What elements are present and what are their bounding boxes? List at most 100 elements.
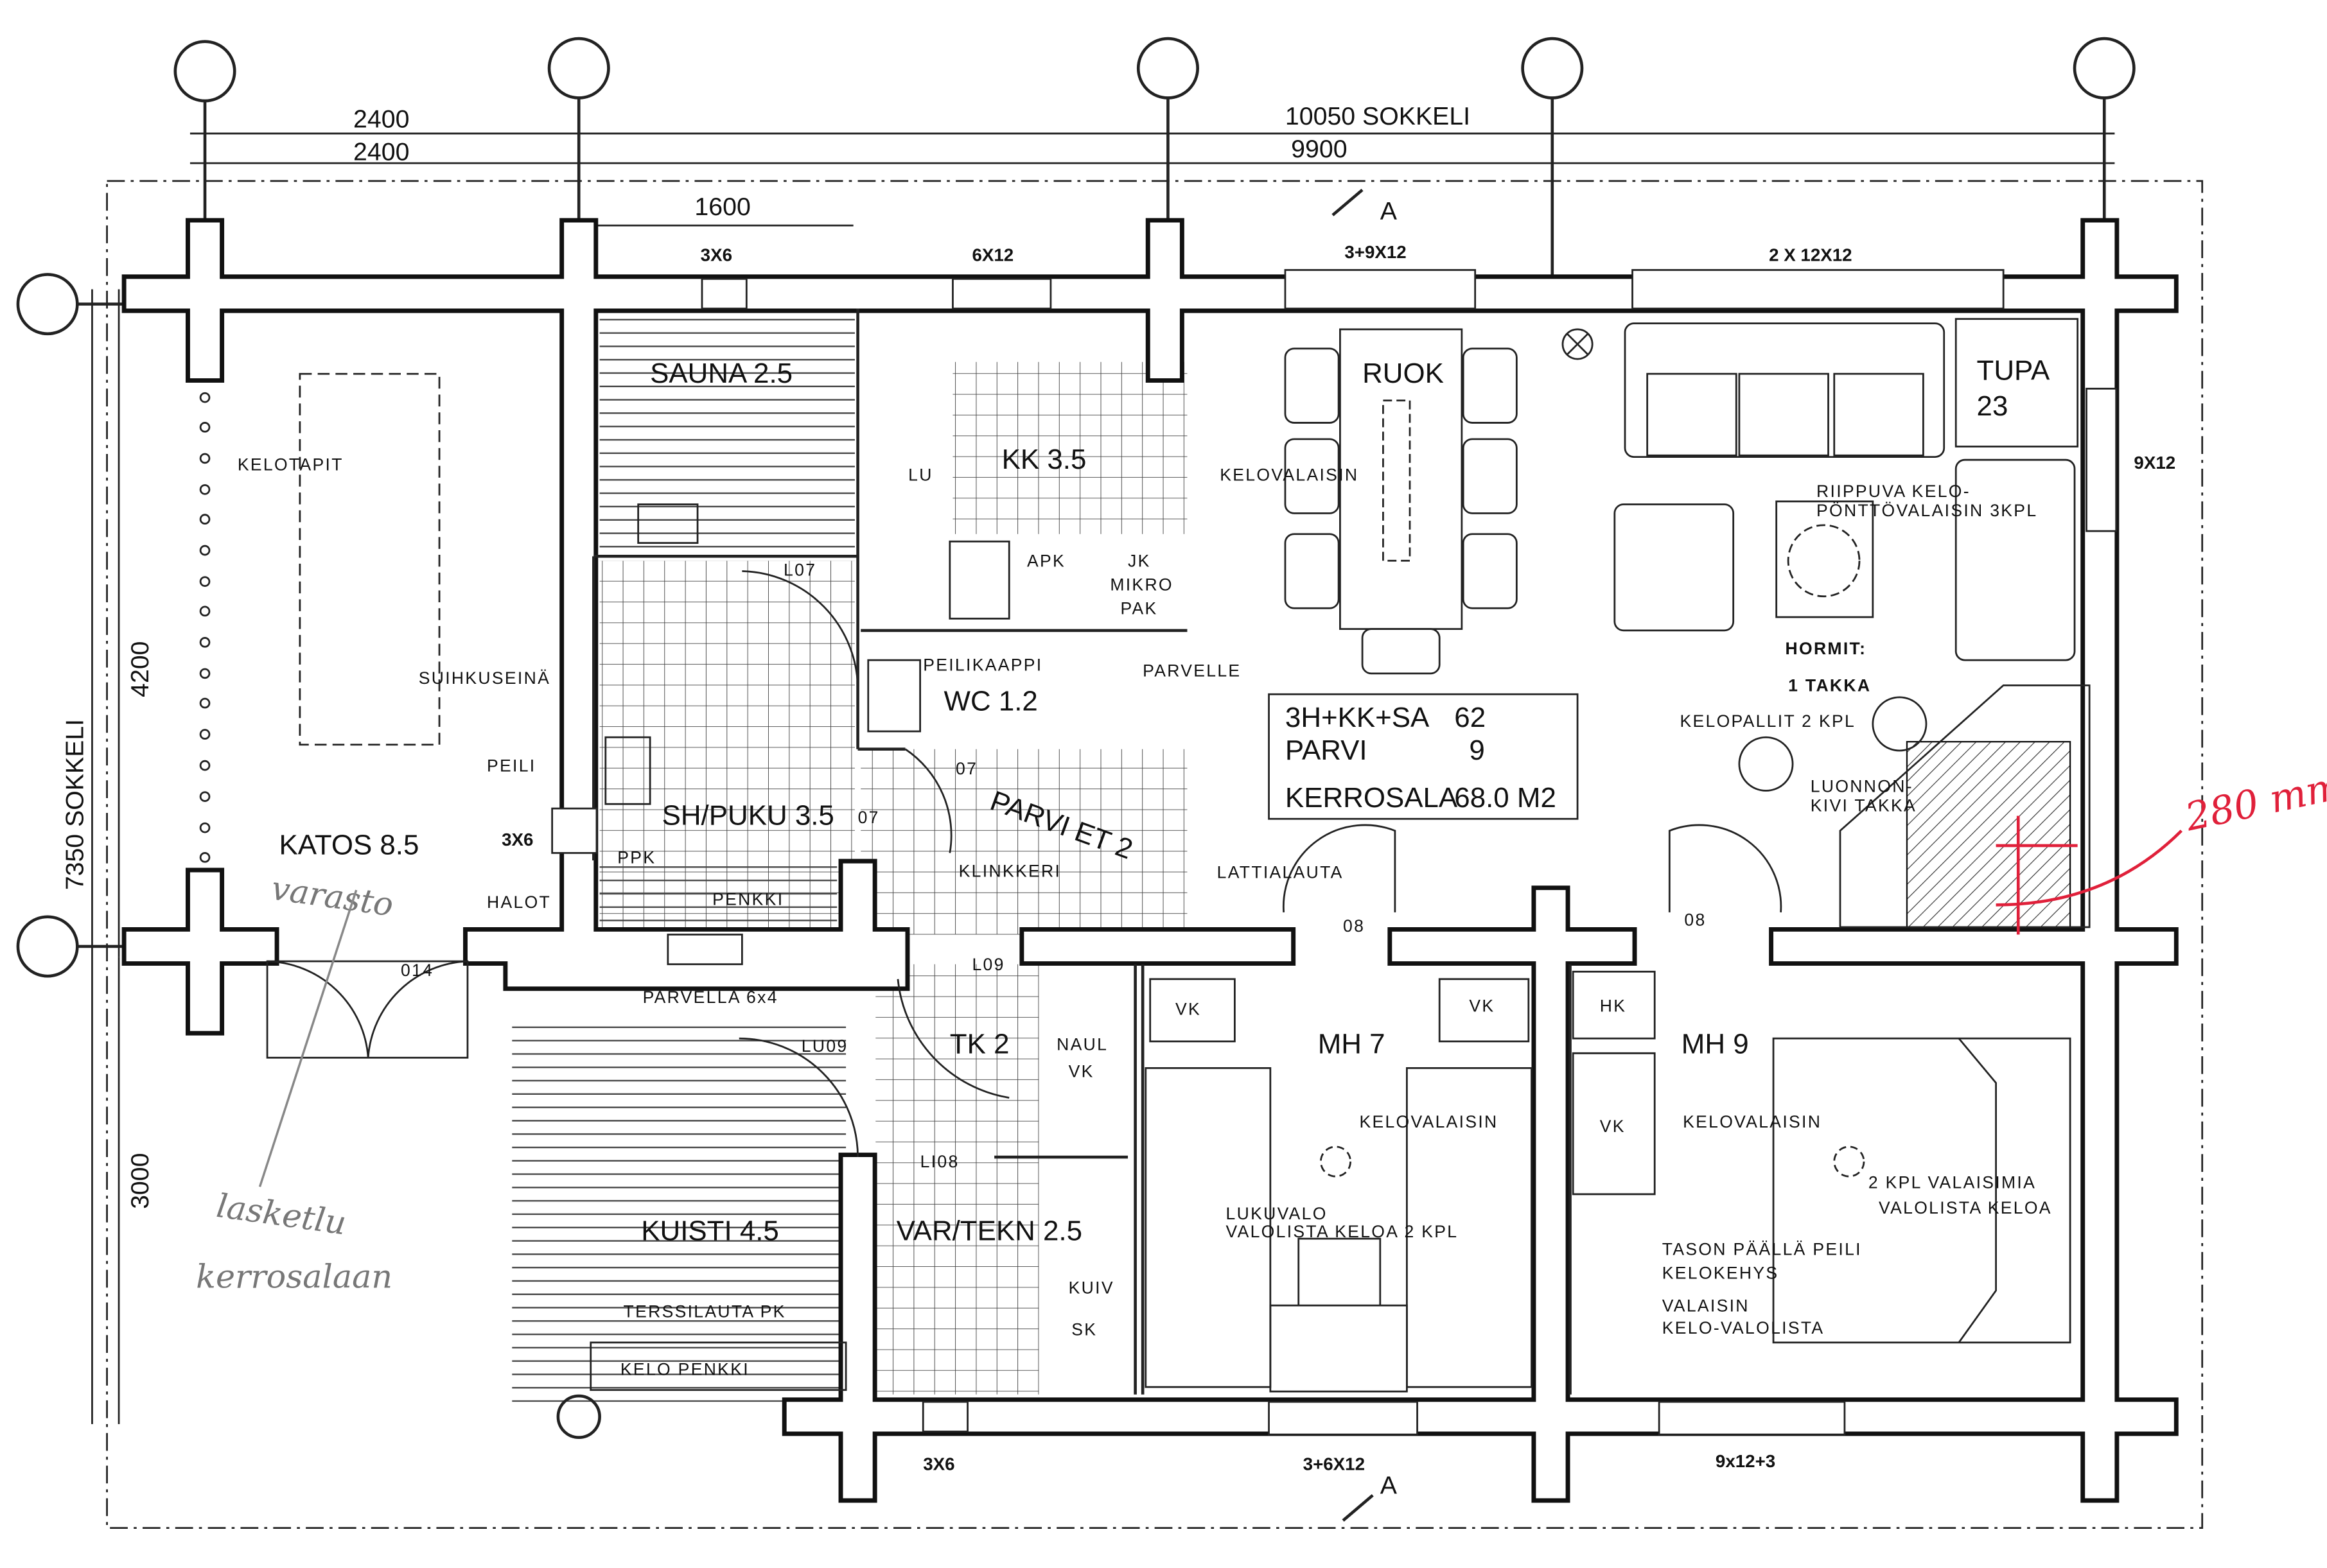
note-suihkuseina: SUIHKUSEINÄ xyxy=(419,668,550,688)
note-l07: L07 xyxy=(784,560,816,579)
note-valolista-mh9: VALOLISTA KELOA xyxy=(1879,1198,2052,1217)
room-bedroom2: MH 9 xyxy=(1682,1028,1749,1059)
note-klinkkeri: KLINKKERI xyxy=(959,861,1061,880)
sauna-bench-boards xyxy=(599,314,855,552)
dim-left-top: 2400 xyxy=(353,105,409,134)
note-luonnon-2: KIVI TAKKA xyxy=(1811,796,1917,815)
closet-tiles xyxy=(875,964,1039,1395)
note-jk: JK xyxy=(1128,552,1151,571)
note-07a: 07 xyxy=(956,759,978,778)
note-peili: PEILI xyxy=(487,756,536,775)
note-sk: SK xyxy=(1071,1320,1097,1339)
note-takka: 1 TAKKA xyxy=(1788,676,1871,695)
note-riippuva-1: RIIPPUVA KELO- xyxy=(1816,482,1971,501)
window-label-bottom-left: 3X6 xyxy=(923,1454,954,1474)
window-label-kitchen: 6X12 xyxy=(972,245,1014,265)
note-l09: L09 xyxy=(972,955,1005,974)
room-porch: KUISTI 4.5 xyxy=(641,1215,779,1246)
room-wc: WC 1.2 xyxy=(944,686,1038,717)
note-halot: HALOT xyxy=(487,893,551,912)
note-kelovalaisin-mh9: KELOVALAISIN xyxy=(1683,1112,1822,1131)
note-pak: PAK xyxy=(1121,598,1158,618)
area-value-total: 68.0 M2 xyxy=(1454,782,1556,814)
handwritten-varasto: varasto xyxy=(269,869,396,924)
window-label-living: 2 X 12X12 xyxy=(1769,245,1852,265)
room-canopy: KATOS 8.5 xyxy=(279,830,419,861)
dim-sauna-width: 1600 xyxy=(694,193,750,221)
red-measure-mark xyxy=(1996,815,2183,935)
dimension-lines xyxy=(91,132,2204,1529)
note-apk: APK xyxy=(1027,552,1066,571)
note-naul-vk: VK xyxy=(1069,1061,1094,1081)
note-lattialauta: LATTIALAUTA xyxy=(1217,863,1344,882)
note-014: 014 xyxy=(401,961,434,980)
annotations: KELOTAPIT LU APK JK MIKRO PAK L07 PEILIK… xyxy=(238,455,2052,1379)
furniture xyxy=(266,318,2091,1393)
note-mikro: MIKRO xyxy=(1110,575,1173,595)
kelotapit-posts xyxy=(199,392,211,863)
note-07b: 07 xyxy=(858,808,880,827)
note-hk: HK xyxy=(1600,997,1627,1016)
note-luonnon-1: LUONNON- xyxy=(1811,777,1913,796)
note-valaisin: VALAISIN xyxy=(1662,1296,1750,1315)
walls xyxy=(121,218,2179,1503)
pencil-line xyxy=(258,889,358,1187)
note-parvelle: PARVELLE xyxy=(1143,661,1241,681)
room-closet: TK 2 xyxy=(950,1028,1010,1059)
note-kelovalaisin-dining: KELOVALAISIN xyxy=(1220,466,1358,485)
kitchen-tiles xyxy=(953,362,1188,534)
note-kelopallit: KELOPALLIT 2 KPL xyxy=(1680,711,1856,731)
window-label-left: 3X6 xyxy=(502,830,533,849)
note-hormit: HORMIT: xyxy=(1786,639,1867,658)
note-08a: 08 xyxy=(1343,916,1365,936)
note-valolista-mh7: VALOLISTA KELOA 2 KPL xyxy=(1226,1222,1459,1241)
note-parvella: PARVELLA 6x4 xyxy=(643,988,778,1007)
note-kuiv: KUIV xyxy=(1069,1278,1114,1298)
note-vk-mh7-right: VK xyxy=(1469,997,1495,1016)
note-valaisimia: 2 KPL VALAISIMIA xyxy=(1868,1173,2036,1192)
bench-boards xyxy=(599,863,838,923)
section-mark-bottom: A xyxy=(1380,1471,1398,1499)
note-li08: LI08 xyxy=(920,1152,960,1171)
window-label-dining: 3+9X12 xyxy=(1344,242,1406,262)
room-living: TUPA xyxy=(1977,354,2050,386)
note-peilikaappi: PEILIKAAPPI xyxy=(923,655,1042,674)
note-penkki: PENKKI xyxy=(712,889,784,909)
note-vk-mh7-left: VK xyxy=(1175,999,1201,1018)
area-label-total: KERROSALA xyxy=(1285,782,1458,814)
windows xyxy=(551,269,2118,1436)
room-kitchen: KK 3.5 xyxy=(1002,444,1087,475)
section-mark-top: A xyxy=(1380,197,1398,225)
area-value-loft: 9 xyxy=(1469,735,1484,766)
dim-total-top: 10050 SOKKELI xyxy=(1285,102,1470,130)
area-table: 3H+KK+SA 62 PARVI 9 KERROSALA 68.0 M2 xyxy=(1268,693,1579,820)
porch-boards xyxy=(512,1016,847,1402)
dim-total-bottom: 9900 xyxy=(1291,135,1347,163)
note-naul: NAUL xyxy=(1057,1035,1108,1054)
note-kelovalaisin-mh7: KELOVALAISIN xyxy=(1359,1112,1498,1131)
room-bedroom1: MH 7 xyxy=(1318,1028,1385,1059)
area-label-loft: PARVI xyxy=(1285,735,1367,766)
room-living-area: 23 xyxy=(1977,390,2008,422)
room-shower: SH/PUKU 3.5 xyxy=(662,800,834,832)
handwritten-kerrosalaan: kerrosalaan xyxy=(196,1257,392,1295)
window-label-right: 9X12 xyxy=(2134,453,2175,473)
room-storage: VAR/TEKN 2.5 xyxy=(897,1215,1082,1246)
note-lukuvalo: LUKUVALO xyxy=(1226,1204,1328,1223)
note-08b: 08 xyxy=(1684,910,1706,930)
note-tason: TASON PÄÄLLÄ PEILI xyxy=(1662,1240,1862,1259)
note-lu: LU xyxy=(908,466,933,485)
dim-depth-lower: 3000 xyxy=(126,1153,154,1209)
area-value-rooms: 62 xyxy=(1454,702,1486,733)
window-label-bottom-right: 9x12+3 xyxy=(1716,1451,1775,1471)
note-terssilauta: TERSSILAUTA PK xyxy=(624,1302,786,1321)
note-kelotapit: KELOTAPIT xyxy=(238,455,344,474)
handwritten-lasketlu: lasketlu xyxy=(215,1187,349,1242)
note-ppk: PPK xyxy=(617,848,656,867)
section-arrows xyxy=(1331,188,1374,1522)
note-kelopenkki: KELO PENKKI xyxy=(620,1360,750,1379)
dim-left-bottom: 2400 xyxy=(353,138,409,166)
hall-tiles xyxy=(861,749,1188,935)
room-dining: RUOK xyxy=(1362,358,1444,389)
